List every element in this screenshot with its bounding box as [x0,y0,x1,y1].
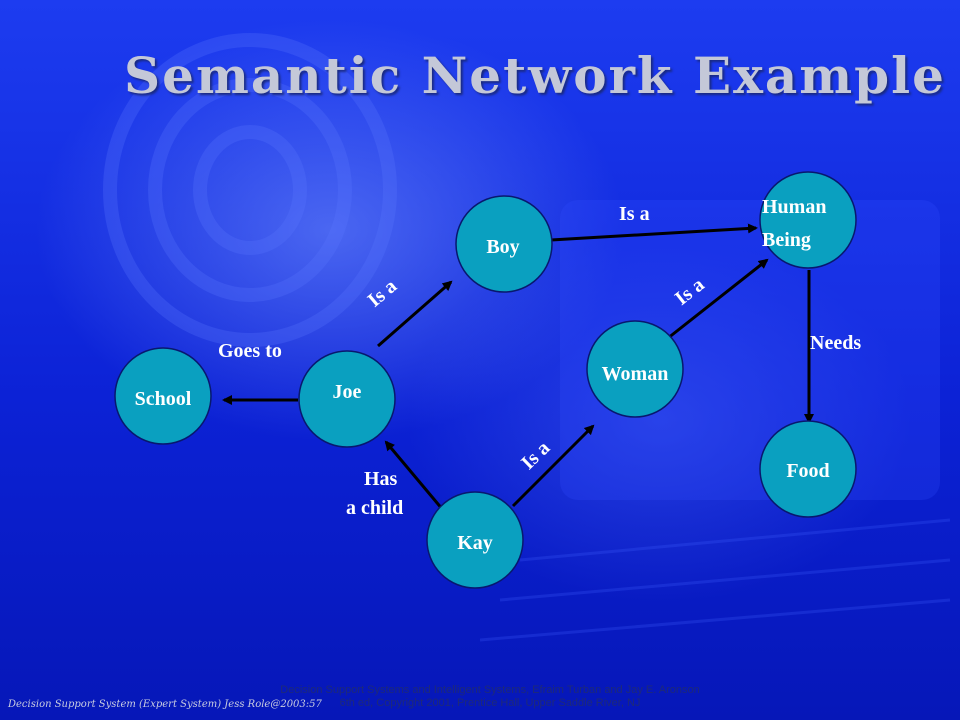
edge-kay-joe [384,440,445,511]
node-school [114,347,212,445]
node-joe-label: Joe [332,381,362,403]
edge-label-goes-to: Goes to [218,340,282,362]
edge-label-boy-is-a: Is a [619,203,650,225]
node-boy-label: Boy [486,236,520,258]
footer-credit: Decision Support Systems and Intelligent… [150,684,830,710]
edge-label-has-child-line2: a child [346,497,404,519]
edge-boy-human [550,223,758,242]
footer-credit-line2: 6th ed, Copyright 2001, Prentice Hall, U… [339,697,641,709]
node-human-being-label-line2: Being [762,229,811,251]
footer-credit-line1: Decision Support Systems and Intelligent… [280,684,700,696]
node-kay-label: Kay [457,532,493,554]
edge-joe-boy [377,280,453,348]
edge-woman-human [662,258,769,344]
node-food [759,420,857,518]
node-food-label: Food [786,460,830,482]
node-school-label: School [134,388,192,410]
edge-kay-woman [511,424,595,508]
node-human-being-label-line1: Human [762,196,827,218]
node-woman-label: Woman [601,363,669,385]
node-woman [586,320,684,418]
edge-label-has-child-line1: Has [364,468,398,490]
footer-strip: Decision Support System (Expert System) … [8,699,322,710]
node-joe [298,350,396,448]
node-kay [426,491,524,589]
edge-label-needs: Needs [810,332,862,354]
node-human-being [759,171,857,269]
page-title: Semantic Network Example [124,46,946,105]
node-boy [455,195,553,293]
